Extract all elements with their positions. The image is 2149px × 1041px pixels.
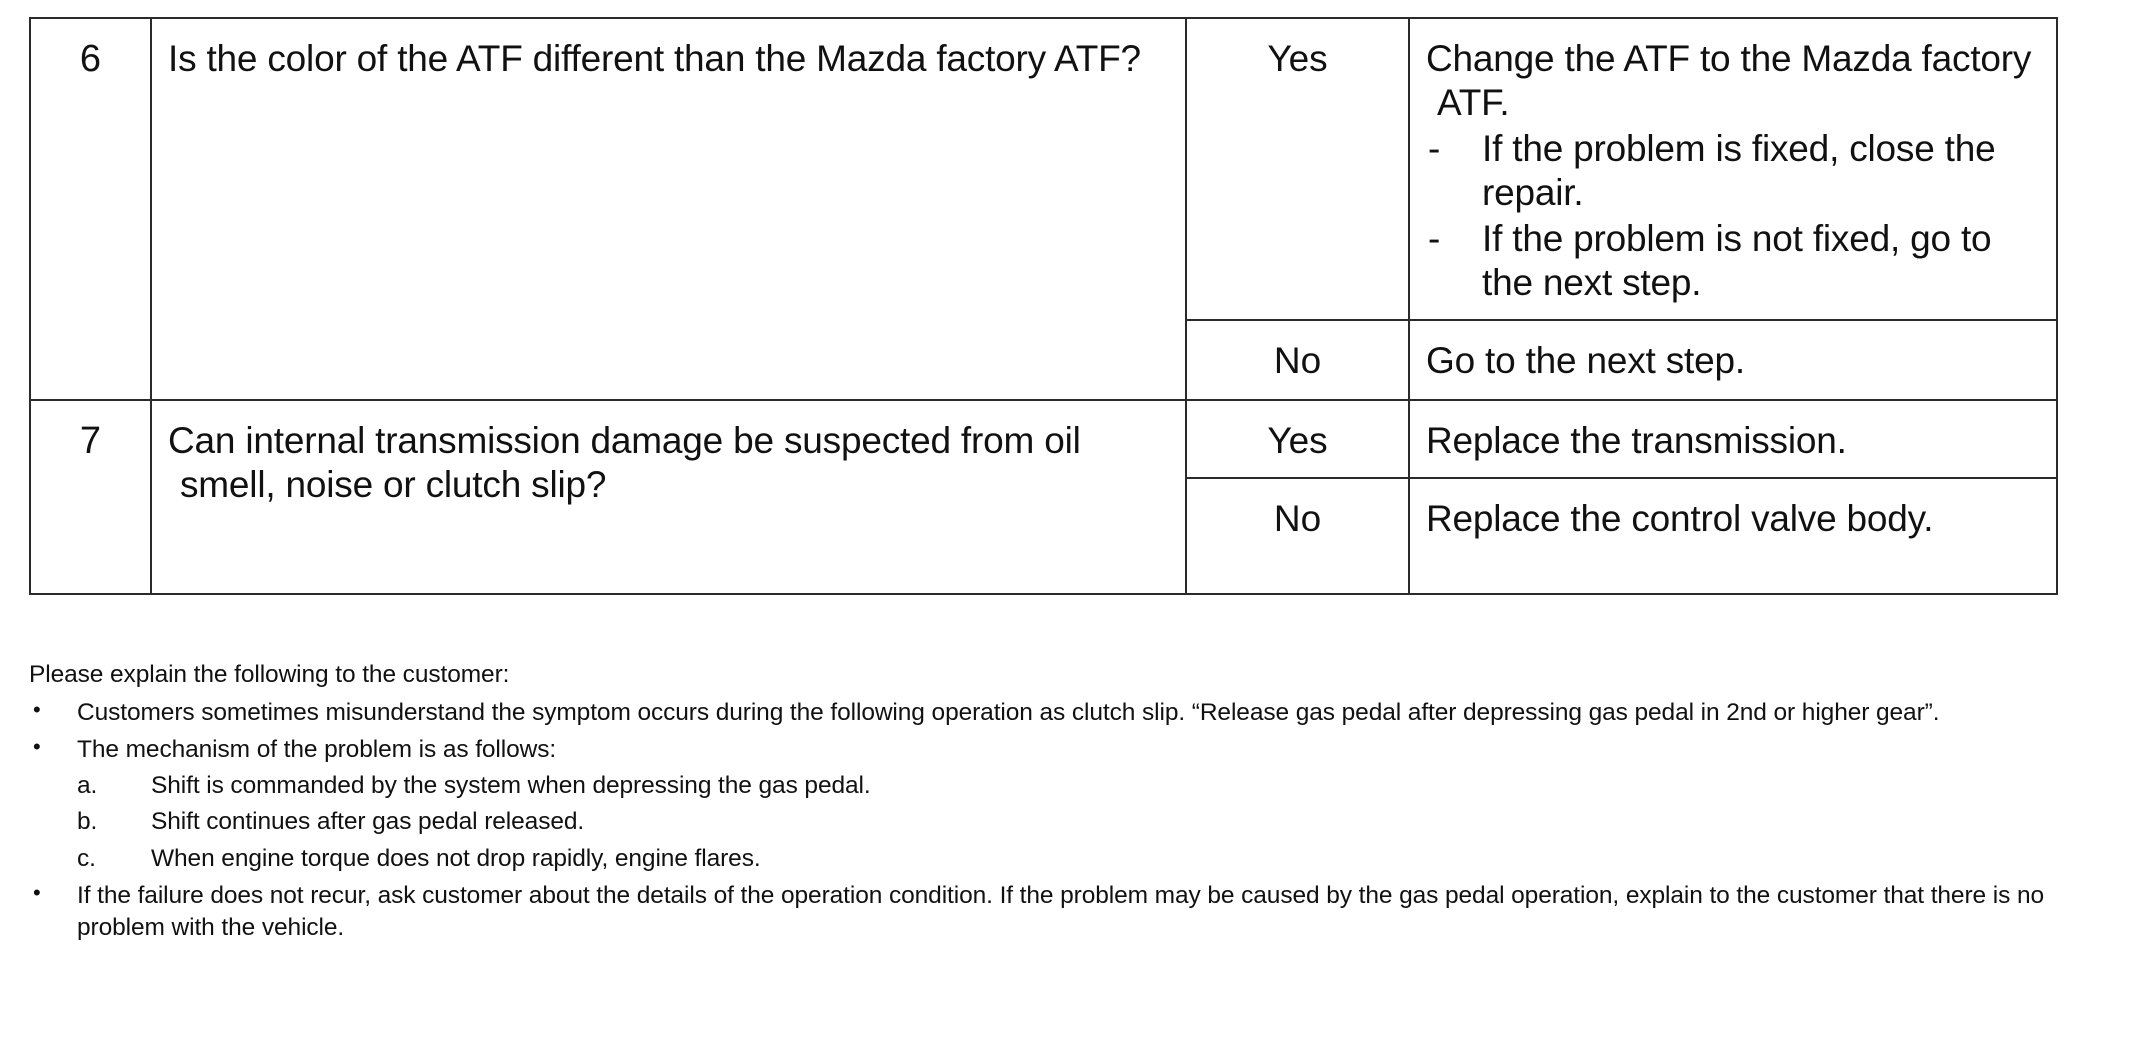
- note-text: Customers sometimes misunderstand the sy…: [77, 698, 1940, 726]
- step-number-cell: 6: [29, 16, 152, 402]
- table-row: 7 Can internal transmission damage be su…: [29, 399, 2058, 596]
- list-item: - If the problem is not fixed, go to the…: [1426, 217, 2050, 305]
- action-cell-no: Go to the next step.: [1408, 319, 2058, 402]
- sub-note-text: When engine torque does not drop rapidly…: [151, 845, 761, 873]
- dash-bullet-icon: -: [1428, 218, 1441, 260]
- list-marker-c: c.: [77, 845, 96, 873]
- action-cell-yes: Replace the transmission.: [1408, 399, 2058, 480]
- answer-label: No: [1273, 498, 1322, 540]
- question-text: Can internal transmission damage be susp…: [168, 420, 1081, 506]
- list-item: c. When engine torque does not drop rapi…: [77, 843, 2089, 875]
- note-text: The mechanism of the problem is as follo…: [77, 735, 557, 763]
- step-number: 7: [79, 420, 102, 463]
- answer-label: Yes: [1267, 38, 1328, 79]
- list-item: b. Shift continues after gas pedal relea…: [77, 806, 2089, 838]
- mechanism-sub-list: a. Shift is commanded by the system when…: [77, 770, 2089, 876]
- action-main-text: Replace the transmission.: [1426, 420, 1847, 462]
- notes-bullet-list: • Customers sometimes misunderstand the …: [29, 697, 2089, 944]
- diagnostic-flow-table-container: 6 Is the color of the ATF different than…: [29, 16, 2058, 596]
- action-sub-text: If the problem is not fixed, go to the n…: [1482, 218, 1992, 304]
- list-item: • If the failure does not recur, ask cus…: [29, 880, 2089, 944]
- bullet-icon: •: [33, 696, 41, 722]
- action-text-block: Change the ATF to the Mazda factory ATF.…: [1410, 19, 2056, 319]
- action-cell-yes: Change the ATF to the Mazda factory ATF.…: [1408, 16, 2058, 322]
- action-main-text: Replace the control valve body.: [1426, 498, 1934, 540]
- customer-explanation-notes: Please explain the following to the cust…: [29, 659, 2089, 949]
- notes-lead-text: Please explain the following to the cust…: [29, 661, 510, 688]
- list-item: • The mechanism of the problem is as fol…: [29, 734, 2089, 875]
- action-main-text: Go to the next step.: [1426, 340, 1745, 382]
- answer-cell-yes: Yes: [1185, 399, 1410, 480]
- note-text: If the failure does not recur, ask custo…: [77, 882, 2044, 941]
- action-sub-text: If the problem is fixed, close the repai…: [1482, 128, 1996, 214]
- answer-cell-no: No: [1185, 477, 1410, 596]
- action-cell-no: Replace the control valve body.: [1408, 477, 2058, 596]
- action-main-text: Change the ATF to the Mazda factory ATF.: [1426, 38, 2032, 124]
- sub-note-text: Shift is commanded by the system when de…: [151, 771, 871, 799]
- question-cell: Can internal transmission damage be susp…: [150, 399, 1187, 596]
- table-row: No Go to the next step.: [30, 319, 2058, 402]
- question-text: Is the color of the ATF different than t…: [168, 38, 1141, 79]
- table-row: 6 Is the color of the ATF different than…: [29, 16, 2058, 402]
- list-marker-a: a.: [77, 771, 98, 799]
- table-row: No Replace the control valve body.: [30, 477, 2058, 596]
- diagnostic-flow-table: 6 Is the color of the ATF different than…: [29, 16, 2058, 596]
- answer-cell-yes: Yes: [1185, 16, 1410, 322]
- bullet-icon: •: [33, 880, 41, 906]
- dash-bullet-icon: -: [1428, 128, 1441, 170]
- answer-label: No: [1273, 340, 1322, 382]
- list-item: • Customers sometimes misunderstand the …: [29, 697, 2089, 729]
- bullet-icon: •: [33, 733, 41, 759]
- action-sub-list: - If the problem is fixed, close the rep…: [1426, 127, 2050, 305]
- list-item: - If the problem is fixed, close the rep…: [1426, 127, 2050, 215]
- sub-note-text: Shift continues after gas pedal released…: [151, 808, 585, 836]
- question-cell: Is the color of the ATF different than t…: [150, 16, 1187, 402]
- step-number: 6: [79, 38, 102, 80]
- answer-cell-no: No: [1185, 319, 1410, 402]
- list-item: a. Shift is commanded by the system when…: [77, 770, 2089, 802]
- answer-label: Yes: [1267, 420, 1328, 462]
- list-marker-b: b.: [77, 808, 98, 836]
- step-number-cell: 7: [29, 399, 152, 596]
